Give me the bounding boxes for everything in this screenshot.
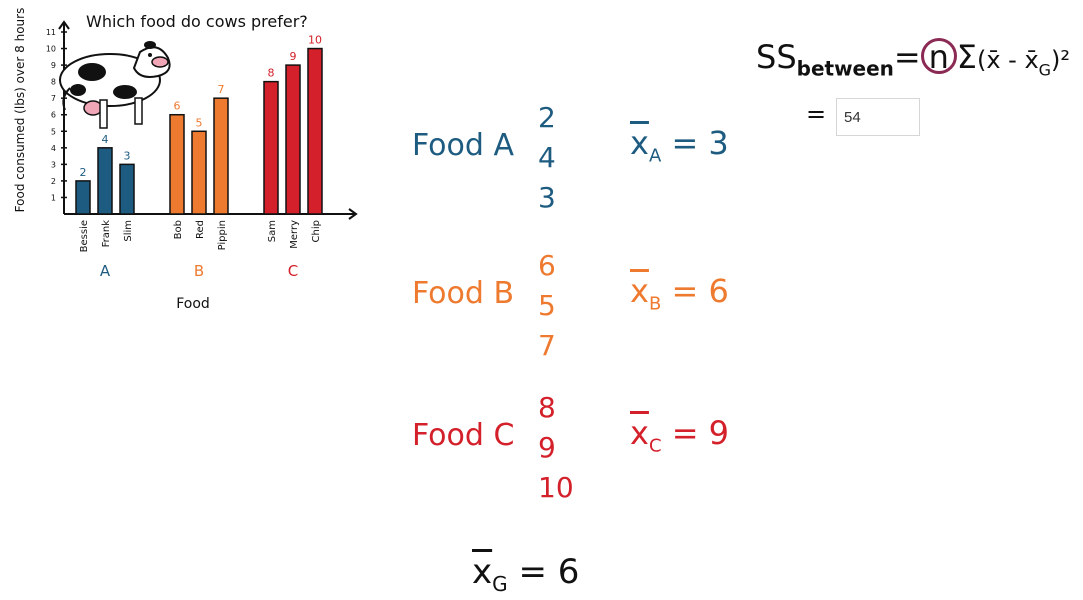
bar: [263, 80, 279, 215]
formula-close: )²: [1051, 46, 1071, 74]
y-tick-label: 8: [51, 78, 56, 87]
food-mean-subscript: B: [648, 293, 662, 315]
bar-value-label: 6: [174, 100, 181, 113]
food-mean: xC = 9: [630, 414, 730, 457]
food-value: 6: [538, 249, 556, 282]
grand-mean-subscript: G: [492, 571, 508, 596]
bar-value-label: 7: [218, 83, 225, 96]
bar: [119, 163, 135, 215]
y-axis-arrow: [58, 20, 70, 30]
food-value: 9: [538, 431, 556, 464]
food-value: 10: [538, 471, 574, 504]
bar: [169, 113, 185, 215]
bar-name-label: Merry: [289, 220, 300, 249]
bar-name-label: Frank: [101, 220, 112, 248]
y-tick-label: 3: [51, 160, 56, 169]
bar-value-label: 5: [196, 116, 203, 129]
bar-value-label: 8: [268, 67, 275, 80]
bar-value-label: 10: [308, 34, 322, 47]
food-value: 5: [538, 289, 556, 322]
bar-name-label: Red: [195, 220, 206, 239]
group-label: C: [288, 262, 298, 280]
formula-sigma: Σ: [956, 38, 977, 76]
formula-subscript: between: [796, 56, 894, 81]
food-label: Food B: [412, 276, 515, 311]
bar-chart: Which food do cows prefer? Food consumed…: [13, 8, 358, 312]
food-value: 8: [538, 391, 556, 424]
formula-rest-subscript: G: [1038, 60, 1052, 80]
bar-value-label: 9: [290, 50, 297, 63]
bar: [307, 47, 323, 215]
y-tick-label: 4: [51, 144, 56, 153]
y-tick-label: 7: [51, 94, 56, 103]
bar: [75, 180, 91, 215]
y-tick-label: 11: [46, 28, 56, 37]
bar-name-label: Chip: [311, 220, 322, 242]
food-value: 4: [538, 141, 556, 174]
x-axis-arrow: [348, 208, 358, 220]
grand-mean-value: 6: [557, 552, 580, 592]
bar-value-label: 2: [80, 166, 87, 179]
food-value: 7: [538, 329, 556, 362]
bar-value-label: 4: [102, 133, 109, 146]
formula-n: n: [920, 38, 957, 74]
food-mean-value: 3: [708, 124, 729, 162]
food-mean: xB = 6: [630, 272, 729, 315]
food-mean-value: 9: [708, 414, 730, 452]
grand-mean: xG = 6: [472, 552, 580, 596]
group-label: A: [100, 262, 111, 280]
food-mean: xA = 3: [630, 124, 729, 167]
bar: [213, 97, 229, 215]
cow-illustration: [59, 41, 171, 129]
y-tick-label: 9: [51, 61, 56, 70]
bar: [191, 130, 207, 215]
y-tick-label: 10: [46, 45, 56, 54]
formula-ss: SS: [756, 38, 797, 76]
bar-name-label: Slim: [123, 220, 134, 242]
y-tick-label: 5: [51, 127, 56, 136]
bar: [97, 147, 113, 215]
x-axis-label: Food: [176, 296, 210, 312]
y-tick-label: 6: [51, 111, 56, 120]
bar-value-label: 3: [124, 149, 131, 162]
bar-name-label: Bessie: [79, 220, 90, 252]
formula-equals: =: [893, 38, 921, 76]
food-value: 2: [538, 101, 556, 134]
food-label: Food C: [412, 418, 515, 453]
food-mean-value: 6: [708, 272, 729, 310]
y-axis-label: Food consumed (lbs) over 8 hours: [13, 8, 27, 213]
answer-equals: =: [806, 100, 827, 128]
chart-title: Which food do cows prefer?: [86, 12, 308, 31]
food-mean-subscript: A: [648, 145, 662, 167]
bar-name-label: Sam: [267, 220, 278, 242]
formula-rest: (x̄ - x̄: [976, 46, 1039, 74]
bar-name-label: Bob: [173, 220, 184, 239]
y-tick-label: 2: [51, 177, 56, 186]
answer-input[interactable]: [836, 98, 920, 136]
bar: [285, 64, 301, 215]
y-tick-label: 1: [51, 193, 56, 202]
food-label: Food A: [412, 128, 514, 163]
food-value: 3: [538, 181, 556, 214]
bar-name-label: Pippin: [217, 220, 228, 250]
food-mean-subscript: C: [648, 435, 662, 457]
group-label: B: [194, 262, 204, 280]
